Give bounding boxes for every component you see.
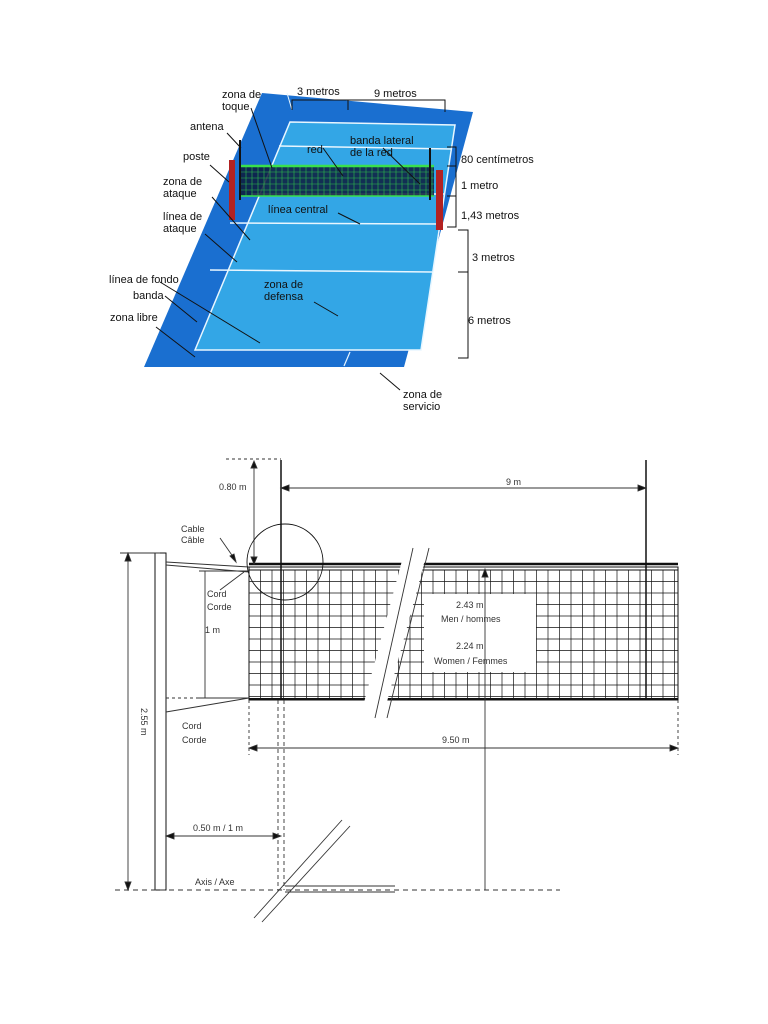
label-women: Women / Femmes — [434, 656, 508, 666]
label-2-55-m: 2.55 m — [139, 708, 149, 736]
label-zona-ataque: ataque — [163, 188, 197, 200]
label-post-distance: 0.50 m / 1 m — [193, 823, 243, 833]
label-red: red — [307, 144, 323, 156]
label-linea-fondo: línea de fondo — [109, 274, 179, 286]
label-zona-servicio: servicio — [403, 401, 440, 413]
label-cord-bottom: Cord — [182, 721, 202, 731]
court-diagram: zona de toque 3 metros 9 metros antena b… — [109, 86, 534, 413]
post-left — [229, 160, 235, 220]
label-80-centimetros: 80 centímetros — [461, 154, 534, 166]
serve-zone-mark — [286, 92, 293, 111]
label-cord: Cord — [207, 589, 227, 599]
label-cord: Corde — [207, 602, 232, 612]
label-1-m: 1 m — [205, 625, 220, 635]
net-post-left — [154, 552, 167, 891]
serve-zone-mark — [343, 351, 351, 367]
net-dimension-lines — [115, 458, 680, 923]
label-linea-central: línea central — [268, 204, 328, 216]
label-9-m: 9 m — [506, 477, 521, 487]
label-zona-defensa: defensa — [264, 291, 304, 303]
label-zona-ataque: zona de — [163, 176, 202, 188]
defense-line — [209, 269, 433, 273]
label-linea-ataque: línea de — [163, 211, 202, 223]
label-1-metro: 1 metro — [461, 180, 498, 192]
court-leader-lines — [155, 99, 469, 391]
post-right — [436, 170, 443, 230]
label-2-43-m: 2.43 m — [456, 600, 484, 610]
label-1-43-metros: 1,43 metros — [461, 210, 520, 222]
label-zona-libre: zona libre — [110, 312, 158, 324]
net — [239, 164, 434, 197]
label-antena: antena — [190, 121, 225, 133]
label-zona-toque: zona de — [222, 89, 261, 101]
label-3-metros-top: 3 metros — [297, 86, 340, 98]
label-6-metros: 6 metros — [468, 315, 511, 327]
label-0-80-m: 0.80 m — [219, 482, 247, 492]
label-2-24-m: 2.24 m — [456, 641, 484, 651]
label-banda-lateral: de la red — [350, 147, 393, 159]
label-zona-defensa: zona de — [264, 279, 303, 291]
label-cord-bottom: Corde — [182, 735, 207, 745]
label-cable: Cable — [181, 524, 205, 534]
attack-line-front — [278, 145, 452, 150]
label-3-metros-side: 3 metros — [472, 252, 515, 264]
net-elevation-diagram: 0.80 m 9 m Cable Câble Cord Corde 1 m 2.… — [115, 458, 680, 923]
label-banda: banda — [133, 290, 164, 302]
label-men: Men / hommes — [441, 614, 501, 624]
label-zona-servicio: zona de — [403, 389, 442, 401]
label-linea-ataque: ataque — [163, 223, 197, 235]
label-9-50-m: 9.50 m — [442, 735, 470, 745]
label-poste: poste — [183, 151, 210, 163]
court-boundary — [193, 121, 456, 351]
label-banda-lateral: banda lateral — [350, 135, 414, 147]
label-axis: Axis / Axe — [195, 877, 235, 887]
label-cable: Câble — [181, 535, 205, 545]
label-9-metros: 9 metros — [374, 88, 417, 100]
detail-circle — [246, 523, 324, 601]
attack-line-back — [229, 222, 440, 225]
label-zona-toque: toque — [222, 101, 250, 113]
